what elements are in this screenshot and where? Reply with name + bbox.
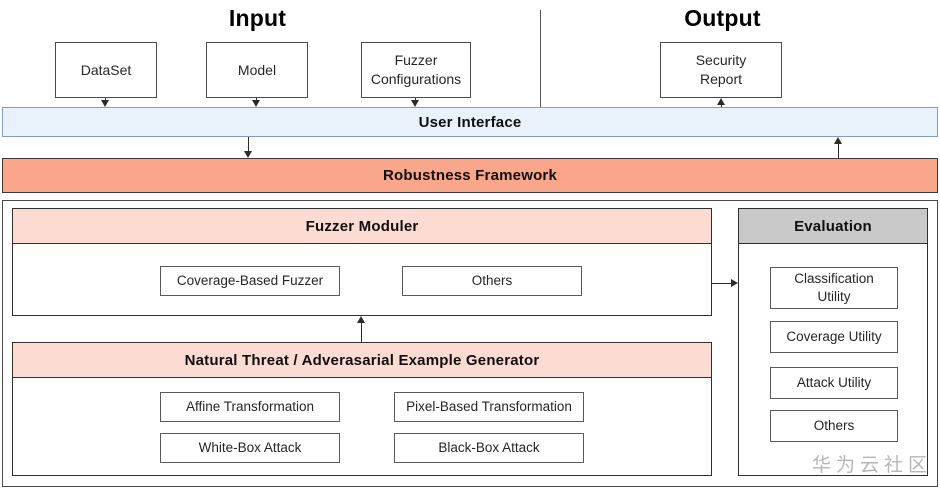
item-white-box-attack[interactable]: White-Box Attack xyxy=(160,433,340,463)
input-box-dataset[interactable]: DataSet xyxy=(55,42,157,98)
connector-dataset-to-ui-arrow xyxy=(101,100,109,107)
connector-fuzzer-to-evaluation-line xyxy=(712,283,732,284)
connector-ui-to-framework-arrow xyxy=(244,151,252,158)
module-threat-generator-title: Natural Threat / Adverasarial Example Ge… xyxy=(13,343,711,378)
user-interface-bar[interactable]: User Interface xyxy=(2,107,938,137)
input-box-model-label: Model xyxy=(237,61,277,78)
output-box-security-report[interactable]: Security Report xyxy=(660,42,782,98)
input-box-dataset-label: DataSet xyxy=(80,61,132,78)
connector-ui-to-framework-line xyxy=(248,137,249,152)
item-coverage-based-fuzzer[interactable]: Coverage-Based Fuzzer xyxy=(160,266,340,296)
user-interface-bar-label: User Interface xyxy=(418,113,522,131)
output-box-security-report-label: Security Report xyxy=(695,52,747,87)
item-coverage-based-fuzzer-label: Coverage-Based Fuzzer xyxy=(176,273,324,288)
item-evaluation-others-label: Others xyxy=(813,418,855,433)
robustness-framework-bar[interactable]: Robustness Framework xyxy=(2,158,938,193)
input-section-heading: Input xyxy=(228,5,287,31)
connector-generator-to-fuzzer-arrow xyxy=(357,316,365,323)
module-threat-generator: Natural Threat / Adverasarial Example Ge… xyxy=(12,342,712,476)
item-affine-transformation[interactable]: Affine Transformation xyxy=(160,392,340,422)
watermark-text: 华为云社区 xyxy=(812,455,933,476)
connector-ui-to-report-line xyxy=(721,104,722,108)
connector-ui-to-report-arrow xyxy=(717,98,725,105)
input-box-fuzzer-configurations-label: Fuzzer Configurations xyxy=(370,52,462,87)
item-classification-utility[interactable]: Classification Utility xyxy=(770,267,898,309)
robustness-framework-bar-label: Robustness Framework xyxy=(382,167,558,184)
item-evaluation-others[interactable]: Others xyxy=(770,410,898,442)
item-black-box-attack-label: Black-Box Attack xyxy=(438,440,540,455)
item-white-box-attack-label: White-Box Attack xyxy=(198,440,302,455)
connector-generator-to-fuzzer-line xyxy=(361,322,362,343)
connector-model-to-ui-arrow xyxy=(252,100,260,107)
module-evaluation-title: Evaluation xyxy=(739,209,927,244)
output-section-heading: Output xyxy=(684,5,761,31)
item-attack-utility[interactable]: Attack Utility xyxy=(770,367,898,399)
item-coverage-utility-label: Coverage Utility xyxy=(786,329,882,344)
item-black-box-attack[interactable]: Black-Box Attack xyxy=(394,433,584,463)
item-classification-utility-label: Classification Utility xyxy=(794,271,874,304)
module-fuzzer-moduler-title: Fuzzer Moduler xyxy=(13,209,711,244)
item-coverage-utility[interactable]: Coverage Utility xyxy=(770,321,898,353)
item-pixel-based-transformation[interactable]: Pixel-Based Transformation xyxy=(394,392,584,422)
connector-framework-to-ui-arrow xyxy=(834,137,842,144)
item-affine-transformation-label: Affine Transformation xyxy=(185,399,315,414)
input-box-model[interactable]: Model xyxy=(206,42,308,98)
item-attack-utility-label: Attack Utility xyxy=(796,375,872,390)
item-fuzzer-others[interactable]: Others xyxy=(402,266,582,296)
module-fuzzer-moduler: Fuzzer Moduler xyxy=(12,208,712,316)
item-fuzzer-others-label: Others xyxy=(471,273,513,288)
connector-framework-to-ui-line xyxy=(838,143,839,158)
input-box-fuzzer-configurations[interactable]: Fuzzer Configurations xyxy=(361,42,471,98)
connector-fuzzer-to-evaluation-arrow xyxy=(731,279,738,287)
item-pixel-based-transformation-label: Pixel-Based Transformation xyxy=(406,399,572,414)
connector-fuzzerconfig-to-ui-arrow xyxy=(411,100,419,107)
input-output-divider xyxy=(540,10,541,107)
